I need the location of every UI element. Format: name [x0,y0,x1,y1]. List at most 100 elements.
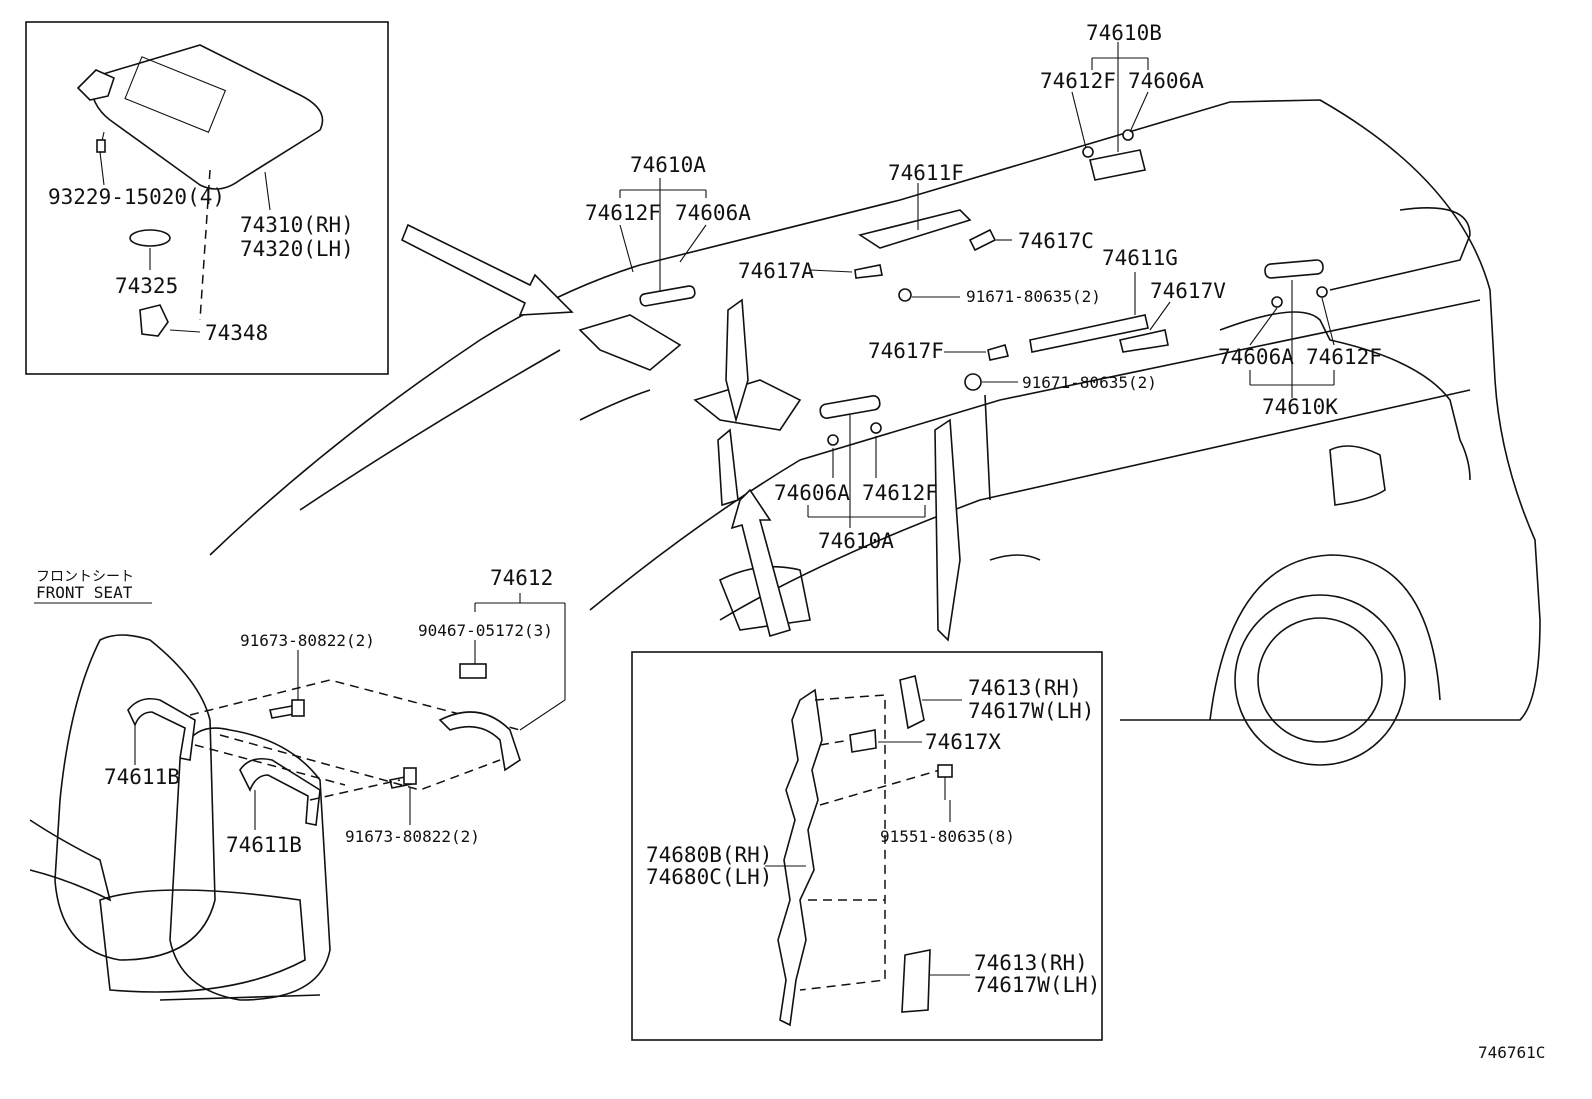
seat-dashed-leaders [189,679,521,801]
label-74617W-b: 74617W(LH) [974,973,1100,997]
leader-74348 [169,329,201,333]
inset-frame [25,21,389,375]
screw-91671-b [964,373,982,391]
label-74617V: 74617V [1150,279,1226,303]
label-91673-b: 91673-80822(2) [345,827,480,846]
bracket-74617C [968,228,997,252]
leaders-74610A-b-subparts [832,436,877,478]
callout-arrows [400,223,791,638]
pillar-trim-inset: 74613(RH) 74617W(LH) 74617X 91551-80635(… [631,651,1103,1041]
leaders-74610K-subparts [1249,297,1335,346]
cover-74617X [849,729,877,753]
door-handle [989,554,1041,561]
label-74320: 74320(LH) [240,237,354,261]
clip-74606A-rear [1271,296,1283,308]
label-74606A-a: 74606A [675,201,751,225]
label-74680B: 74680B(RH) [646,843,772,867]
bracket-74610B [1091,42,1149,152]
label-90467: 90467-05172(3) [418,621,553,640]
screw-93229-head [96,139,106,153]
bracket-74617V [1119,329,1169,353]
roof-outline [209,99,1541,721]
wheel-arch [1209,554,1441,721]
leaders-74610A-subparts [619,224,707,273]
bolt-91673-a-head [291,699,305,717]
roof-rail-74611G [1029,314,1149,353]
lower-belt-line [719,389,1471,621]
leaders-74610B-subparts [1071,91,1149,149]
label-74611B-b: 74611B [226,833,302,857]
seat-left-back [54,634,216,961]
belt-line [589,299,1481,611]
bracket-74617F [987,344,1009,361]
pillar-inset-frame [631,651,1103,1041]
visor-installed-rear [693,379,802,431]
label-74617W-a: 74617W(LH) [968,699,1094,723]
roof-leaders [619,42,1335,528]
assist-grip-74610B [1089,149,1146,181]
label-74617C: 74617C [1018,229,1094,253]
label-74606A-top: 74606A [1128,69,1204,93]
seatback-handle-74611B-b [239,757,321,826]
seat-side [29,819,112,902]
leader-dashed-visor [199,169,211,321]
screw-91671-a [898,288,912,302]
label-74610A-top: 74610A [630,153,706,177]
leader-74617A [809,269,853,273]
leader-93229 [99,151,105,186]
rear-wheel [1257,617,1383,743]
assist-grip-74610A-front [639,285,696,307]
pillar-dashed-leaders [799,694,941,991]
visor-holder-74348 [139,304,169,337]
clip-74612F-top [1082,146,1094,158]
label-91551: 91551-80635(8) [880,827,1015,846]
front-seat-en: FRONT SEAT [36,583,133,602]
rear-spoiler [1329,207,1471,291]
arrow-windshield [400,223,574,316]
fuel-lid [1329,445,1386,506]
clip-74612F-b [870,422,882,434]
sun-visor-body [89,44,324,190]
assist-grip-74610K [1264,259,1324,279]
sun-visor-inset: 93229-15020(4) 74310(RH) 74320(LH) 74325… [25,21,389,375]
bracket-74612 [474,593,566,731]
roof-labels: 74610B 74612F 74606A 74611F 74617C 74610… [585,21,1382,553]
label-93229: 93229-15020(4) [48,185,225,209]
cover-74613-b [901,949,931,1013]
visor-installed-front [578,314,682,371]
label-74612F-a: 74612F [585,201,661,225]
diagram-id: 746761C [1478,1043,1545,1062]
windshield-inner [299,349,561,511]
label-74348: 74348 [205,321,268,345]
seat-right-back [169,727,331,1001]
label-74325: 74325 [115,274,178,298]
roof-parts [578,129,1328,642]
label-91673-a: 91673-80822(2) [240,631,375,650]
b-pillar-trim [934,418,961,642]
assist-grip-74610A-b [819,395,881,419]
label-74610B: 74610B [1086,21,1162,45]
cover-74613-a [899,675,925,730]
rear-window [1219,311,1471,481]
leader-74617V [1149,301,1171,331]
bracket-74610A-b [807,415,926,528]
label-74612: 74612 [490,566,553,590]
label-91671-b: 91671-80635(2) [1022,373,1157,392]
label-74612F-r: 74612F [1306,345,1382,369]
bolt-91673-b-head [403,767,417,785]
front-seat-section: フロントシート FRONT SEAT 74612 90467-05172(3) … [29,566,566,1001]
label-74617A: 74617A [738,259,814,283]
leader-74310 [264,171,271,211]
clip-74612F-rear [1316,286,1328,298]
label-74612F-top: 74612F [1040,69,1116,93]
label-74680C: 74680C(LH) [646,865,772,889]
seatback-handle-74611B-a [127,697,196,761]
visor-clip-cover-74325 [129,229,171,247]
pillar-trim-74680 [777,688,823,1027]
clip-90467 [459,663,487,679]
clip-74606A-top [1122,129,1134,141]
seat-handle-cover-74612 [438,711,521,772]
label-74310: 74310(RH) [240,213,354,237]
label-74606A-r: 74606A [1218,345,1294,369]
